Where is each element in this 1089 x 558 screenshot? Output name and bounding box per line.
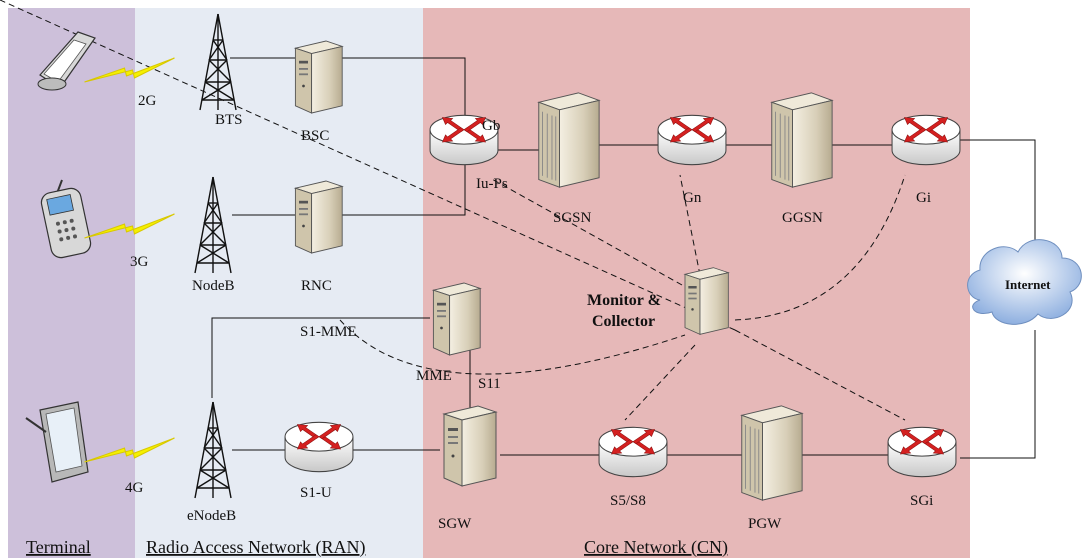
label-s1u: S1-U — [300, 485, 332, 501]
label-s5s8: S5/S8 — [610, 493, 646, 509]
gn-router-icon — [657, 114, 727, 166]
region-label-terminal: Terminal — [26, 537, 91, 557]
label-iups: Iu-Ps — [476, 176, 508, 192]
label-sgsn: SGSN — [553, 210, 592, 226]
label-mme: MME — [416, 368, 452, 384]
phone-3g-icon — [40, 179, 92, 259]
label-3g: 3G — [130, 254, 149, 270]
label-pgw: PGW — [748, 516, 782, 532]
label-nodeb: NodeB — [192, 278, 235, 294]
label-enodeb: eNodeB — [187, 508, 236, 524]
label-bts: BTS — [215, 112, 243, 128]
label-gb: Gb — [482, 118, 500, 134]
bsc-server-icon — [294, 40, 343, 114]
internet-cloud-icon — [967, 239, 1082, 325]
label-gn: Gn — [683, 190, 702, 206]
tablet-4g-icon — [25, 401, 89, 483]
sgw-server-icon — [443, 405, 497, 487]
label-2g: 2G — [138, 93, 157, 109]
label-monitor-line2: Collector — [592, 313, 655, 330]
rnc-server-icon — [294, 180, 343, 254]
label-monitor-line1: Monitor & — [587, 292, 661, 309]
label-gi: Gi — [916, 190, 931, 206]
label-ggsn: GGSN — [782, 210, 823, 226]
label-sgi: SGi — [910, 493, 933, 509]
label-s1mme: S1-MME — [300, 324, 357, 340]
region-label-ran: Radio Access Network (RAN) — [146, 537, 365, 558]
sgi-router-icon — [887, 426, 957, 478]
label-4g: 4G — [125, 480, 144, 496]
label-internet: Internet — [1005, 277, 1051, 292]
label-sgw: SGW — [438, 516, 472, 532]
pgw-server-icon — [741, 405, 803, 501]
solid-links — [211, 57, 1036, 459]
label-bsc: BSC — [301, 128, 329, 144]
monitor-server-icon — [684, 267, 729, 335]
region-label-core: Core Network (CN) — [584, 537, 728, 558]
phone-2g-icon — [37, 31, 96, 91]
sgsn-server-icon — [538, 92, 600, 188]
label-rnc: RNC — [301, 278, 332, 294]
s1u-router-icon — [284, 421, 354, 473]
mme-server-icon — [432, 282, 481, 356]
gi-router-icon — [891, 114, 961, 166]
s5s8-router-icon — [598, 426, 668, 478]
ran-region — [135, 8, 423, 558]
label-s11: S11 — [478, 376, 501, 392]
ggsn-server-icon — [771, 92, 833, 188]
monitor-links — [0, 0, 906, 421]
